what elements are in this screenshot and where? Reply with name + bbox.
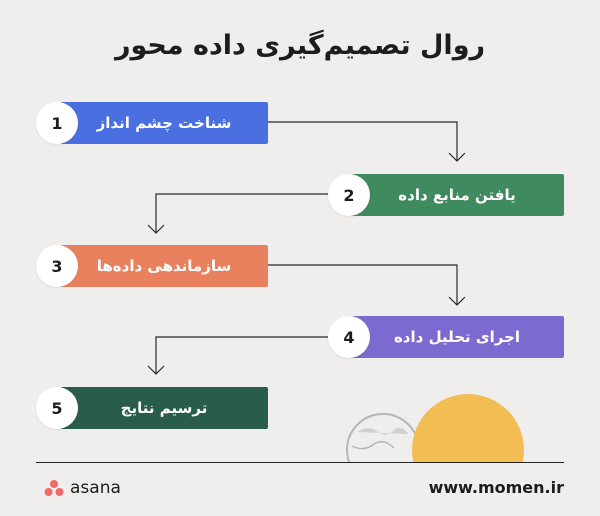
step-4-label: اجرای تحلیل داده	[393, 328, 521, 346]
step-5-bar: ترسیم نتایج	[60, 387, 268, 429]
arrow-head-icon	[147, 365, 165, 375]
arrow-2-to-3	[155, 193, 333, 232]
arrow-head-icon	[448, 296, 466, 306]
step-3-number: 3	[36, 245, 78, 287]
step-4-bar: اجرای تحلیل داده	[350, 316, 564, 358]
asana-logo: asana	[44, 478, 121, 498]
asana-wordmark: asana	[70, 478, 121, 498]
step-5-label: ترسیم نتایج	[120, 399, 208, 417]
step-3-bar: سازماندهی داده‌ها	[60, 245, 268, 287]
step-2-label: یافتن منابع داده	[398, 186, 516, 204]
sun-decoration	[412, 394, 524, 462]
arrow-head-icon	[448, 152, 466, 162]
step-1-label: شناخت چشم انداز	[96, 114, 232, 132]
step-3-label: سازماندهی داده‌ها	[96, 257, 232, 275]
arrow-3-to-4	[266, 264, 458, 304]
arrow-head-icon	[147, 224, 165, 234]
footer-divider	[36, 462, 564, 463]
step-2-bar: یافتن منابع داده	[350, 174, 564, 216]
website-url: www.momen.ir	[428, 478, 564, 497]
asana-dots-icon	[44, 480, 64, 496]
arrow-1-to-2	[266, 121, 458, 160]
step-5-number: 5	[36, 387, 78, 429]
step-1-number: 1	[36, 102, 78, 144]
step-4-number: 4	[328, 316, 370, 358]
diagram-title: روال تصمیم‌گیری داده محور	[114, 30, 486, 61]
arrow-4-to-5	[155, 336, 333, 373]
step-2-number: 2	[328, 174, 370, 216]
step-1-bar: شناخت چشم انداز	[60, 102, 268, 144]
